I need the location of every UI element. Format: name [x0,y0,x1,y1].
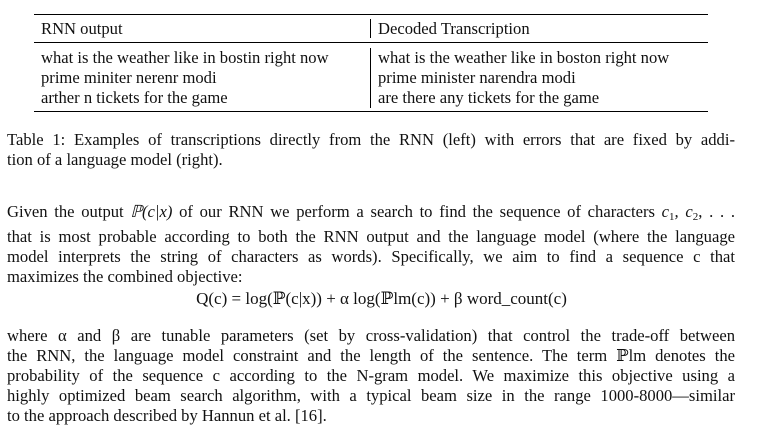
decoded-cell: what is the weather like in boston right… [370,48,708,68]
header-decoded-transcription: Decoded Transcription [370,19,708,38]
paragraph-line: model interprets the string of character… [7,247,735,266]
paragraph-line: to the approach described by Hannun et a… [7,406,327,425]
subscript: 1 [669,211,675,223]
text-run: , . . . [698,202,735,221]
table-row: prime miniter nerenr modi prime minister… [34,68,708,88]
table-row: arther n tickets for the game are there … [34,88,708,108]
paragraph-search: Given the output ℙ(c|x) of our RNN we pe… [7,202,735,287]
table-row: what is the weather like in bostin right… [34,48,708,68]
paragraph-line: the RNN, the language model constraint a… [7,346,735,365]
table-header-row: RNN output Decoded Transcription [34,15,708,43]
paragraph-line: highly optimized beam search algorithm, … [7,386,735,405]
decoded-cell: prime minister narendra modi [370,68,708,88]
paragraph-line: that is most probable according to both … [7,227,735,246]
transcription-table: RNN output Decoded Transcription what is… [34,14,708,112]
rnn-output-cell: what is the weather like in bostin right… [41,48,329,67]
header-rnn-output: RNN output [41,19,123,38]
table-caption: Table 1: Examples of transcriptions dire… [7,130,735,170]
caption-line: tion of a language model (right). [7,150,223,169]
text-run: Given the output [7,202,131,221]
char-var: , c [674,202,693,221]
objective-equation: Q(c) = log(ℙ(c|x)) + α log(ℙlm(c)) + β w… [196,289,567,308]
subscript: 2 [692,211,699,223]
paragraph-line: maximizes the combined objective: [7,267,243,286]
table-body: what is the weather like in bostin right… [34,43,708,111]
paragraph-parameters: where α and β are tunable parameters (se… [7,326,735,426]
paragraph-line: Given the output ℙ(c|x) of our RNN we pe… [7,202,735,227]
text-run: of our RNN we perform a search to find t… [172,202,662,221]
paragraph-line: probability of the sequence c according … [7,366,735,385]
probability-expression: ℙ(c|x) [130,202,173,221]
caption-line: Table 1: Examples of transcriptions dire… [7,130,735,149]
char-var: c [661,202,670,221]
decoded-cell: are there any tickets for the game [370,88,708,108]
paragraph-line: where α and β are tunable parameters (se… [7,326,735,345]
rnn-output-cell: arther n tickets for the game [41,88,228,107]
rnn-output-cell: prime miniter nerenr modi [41,68,217,87]
